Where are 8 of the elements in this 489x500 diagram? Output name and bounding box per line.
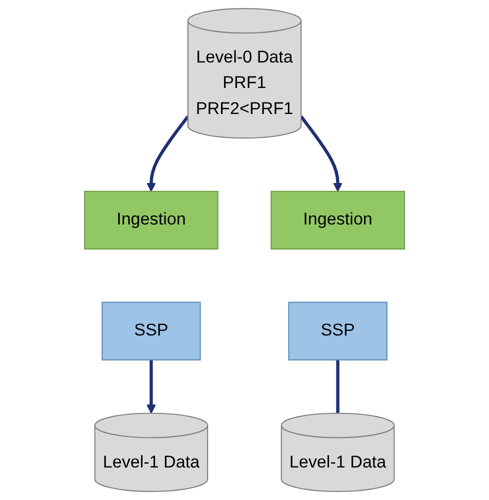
node-box xyxy=(84,190,218,250)
arrow xyxy=(300,116,342,192)
node-box xyxy=(288,302,388,360)
arrow xyxy=(146,116,190,192)
arrow xyxy=(146,360,156,414)
node-box xyxy=(270,190,405,250)
node-box xyxy=(102,302,201,360)
connector xyxy=(336,360,340,414)
